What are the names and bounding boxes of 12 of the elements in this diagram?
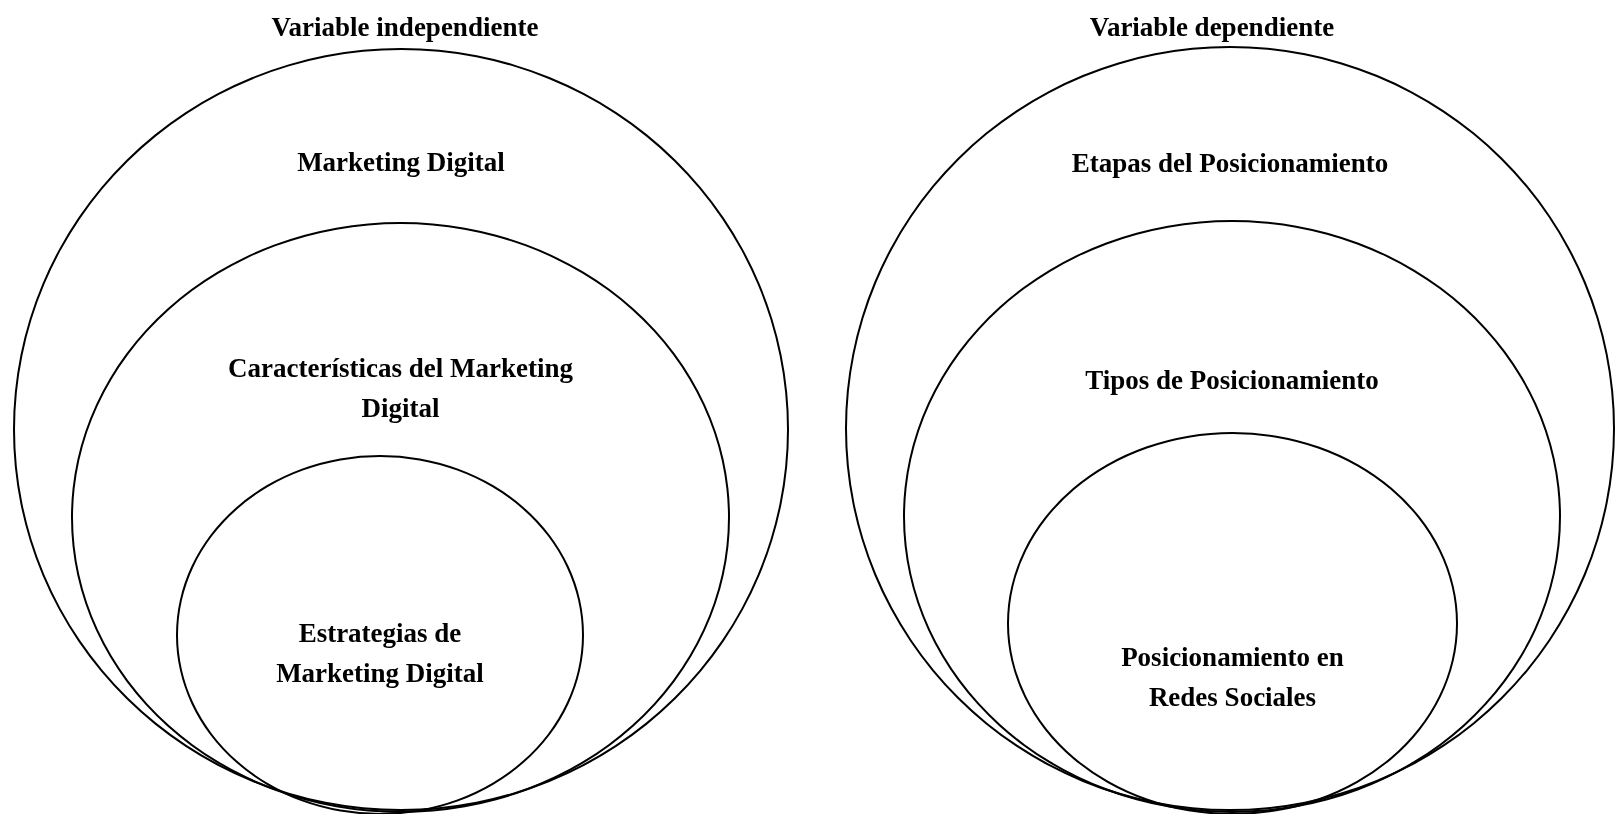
ellipse: [903, 220, 1561, 813]
label: Etapas del Posicionamiento: [1070, 147, 1390, 180]
ellipse: [176, 455, 584, 814]
heading: Variable independiente: [270, 11, 540, 44]
heading: Variable dependiente: [1088, 11, 1336, 44]
ellipse: [71, 222, 730, 813]
label: Características del Marketing Digital: [227, 352, 574, 425]
label: Posicionamiento en Redes Sociales: [1120, 641, 1345, 714]
label: Estrategias de Marketing Digital: [275, 617, 485, 690]
label: Marketing Digital: [296, 146, 506, 179]
label: Tipos de Posicionamiento: [1084, 364, 1380, 397]
ellipse: [1007, 432, 1458, 814]
